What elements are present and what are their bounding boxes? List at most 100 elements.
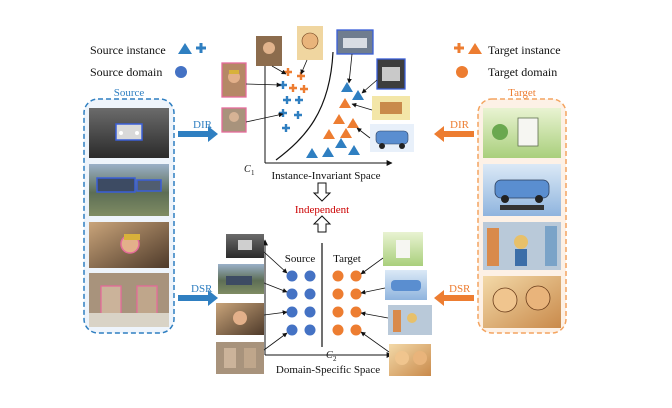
legend-source-cross-icon (196, 43, 206, 53)
source-instance-mark (279, 109, 287, 117)
target-instance-mark (300, 85, 308, 93)
instance-axis-c-label: C (244, 164, 251, 175)
target-domain-dot (350, 288, 362, 300)
domain-thumb-source-1 (226, 234, 264, 258)
domain-axis-c-sub: 2 (333, 355, 337, 363)
source-domain-dot (286, 324, 298, 336)
target-domain-dot (332, 288, 344, 300)
instance-invariant-space: C 1 Instance-Invariant Space (221, 26, 414, 182)
target-domain-dot (332, 324, 344, 336)
source-panel-title: Source (114, 87, 145, 99)
target-instance-mark (347, 118, 359, 128)
instance-thumb-person-left-1 (221, 62, 247, 98)
target-domain-dot (350, 270, 362, 282)
dsr-right-label: DSR (449, 283, 471, 295)
dsr-left-label: DSR (191, 283, 213, 295)
target-domain-dot (332, 270, 344, 282)
target-domain-dot (350, 306, 362, 318)
domain-axis-c-label: C (326, 350, 333, 361)
source-domain-dot (304, 324, 316, 336)
domain-specific-space: C 2 Domain-Specific Space Source Target (216, 232, 432, 376)
target-instance-mark (323, 129, 335, 139)
legend-source-triangle-icon (178, 43, 192, 54)
instance-source-triangles (306, 82, 364, 158)
independent-label: Independent (295, 204, 349, 216)
legend-target-dot-icon (456, 66, 468, 78)
source-domain-dot (286, 288, 298, 300)
domain-thumb-source-3 (216, 303, 264, 335)
source-domain-dot (286, 270, 298, 282)
source-instance-mark (348, 145, 360, 155)
target-instance-mark (289, 84, 297, 92)
source-photo-two-people (89, 273, 169, 327)
source-domain-dot (304, 270, 316, 282)
dir-arrow-right: DIR (434, 119, 474, 142)
instance-target-triangles (323, 98, 359, 139)
source-domain-dot (304, 306, 316, 318)
target-instance-mark (339, 98, 351, 108)
target-clipart-car (483, 164, 561, 216)
source-photo-car-road (89, 164, 169, 216)
domain-space-label: Domain-Specific Space (276, 364, 380, 376)
target-clipart-cartoon-scene (483, 108, 561, 158)
legend-target-instance-label: Target instance (488, 43, 561, 57)
legend-target: Target instance Target domain (454, 43, 561, 79)
legend-target-domain-label: Target domain (488, 65, 557, 79)
target-domain-dot (350, 324, 362, 336)
target-panel-title: Target (508, 87, 536, 99)
instance-thumb-person-left-2 (221, 107, 247, 133)
source-photo-car-night (89, 108, 169, 158)
domain-thumb-target-3 (388, 305, 432, 335)
dir-right-label: DIR (450, 119, 470, 131)
legend-source-instance-label: Source instance (90, 43, 166, 57)
source-instance-mark (283, 96, 291, 104)
domain-target-label: Target (333, 253, 361, 265)
target-domain-dot (332, 306, 344, 318)
legend-target-triangle-icon (468, 43, 482, 54)
source-panel: Source (83, 87, 175, 334)
domain-thumb-source-4 (216, 342, 264, 374)
source-photo-person (89, 222, 169, 268)
domain-thumb-target-2 (385, 270, 427, 300)
legend-target-cross-icon (454, 43, 464, 53)
source-instance-mark (306, 148, 318, 158)
domain-source-dots (286, 270, 316, 336)
target-panel: Target (477, 87, 567, 334)
legend-source-dot-icon (175, 66, 187, 78)
instance-thumb-people-top-2 (297, 26, 323, 60)
target-instance-mark (340, 128, 352, 138)
legend-source-domain-label: Source domain (90, 65, 162, 79)
domain-thumb-target-1 (383, 232, 423, 266)
instance-thumb-car-right-1 (376, 58, 406, 90)
down-hollow-arrow (312, 182, 332, 202)
instance-thumb-people-top-1 (256, 36, 282, 66)
domain-thumb-target-4 (389, 344, 431, 376)
source-instance-mark (322, 147, 334, 157)
instance-thumb-cartoon-right-2 (372, 96, 410, 120)
target-clipart-street (483, 222, 561, 270)
instance-axis-c-sub: 1 (251, 169, 255, 177)
dir-left-label: DIR (193, 119, 213, 131)
instance-thumb-cartoon-car-right-3 (370, 124, 414, 152)
target-instance-mark (284, 68, 292, 76)
dsr-arrow-right: DSR (434, 283, 474, 306)
source-instance-mark (352, 90, 364, 100)
instance-target-crosses (284, 68, 308, 93)
legend-source: Source instance Source domain (90, 43, 206, 79)
source-domain-dot (286, 306, 298, 318)
source-instance-mark (295, 96, 303, 104)
domain-target-dots (332, 270, 362, 336)
dir-arrow-left: DIR (178, 119, 218, 142)
source-instance-mark (341, 82, 353, 92)
domain-thumb-source-2 (218, 264, 264, 294)
source-instance-mark (294, 111, 302, 119)
source-domain-dot (304, 288, 316, 300)
domain-source-label: Source (285, 253, 316, 265)
up-hollow-arrow (312, 215, 332, 233)
instance-thumb-car-top (336, 29, 374, 55)
target-instance-mark (333, 114, 345, 124)
instance-boundary-curve (275, 51, 334, 161)
independent-connector: Independent (295, 182, 349, 233)
source-instance-mark (282, 124, 290, 132)
